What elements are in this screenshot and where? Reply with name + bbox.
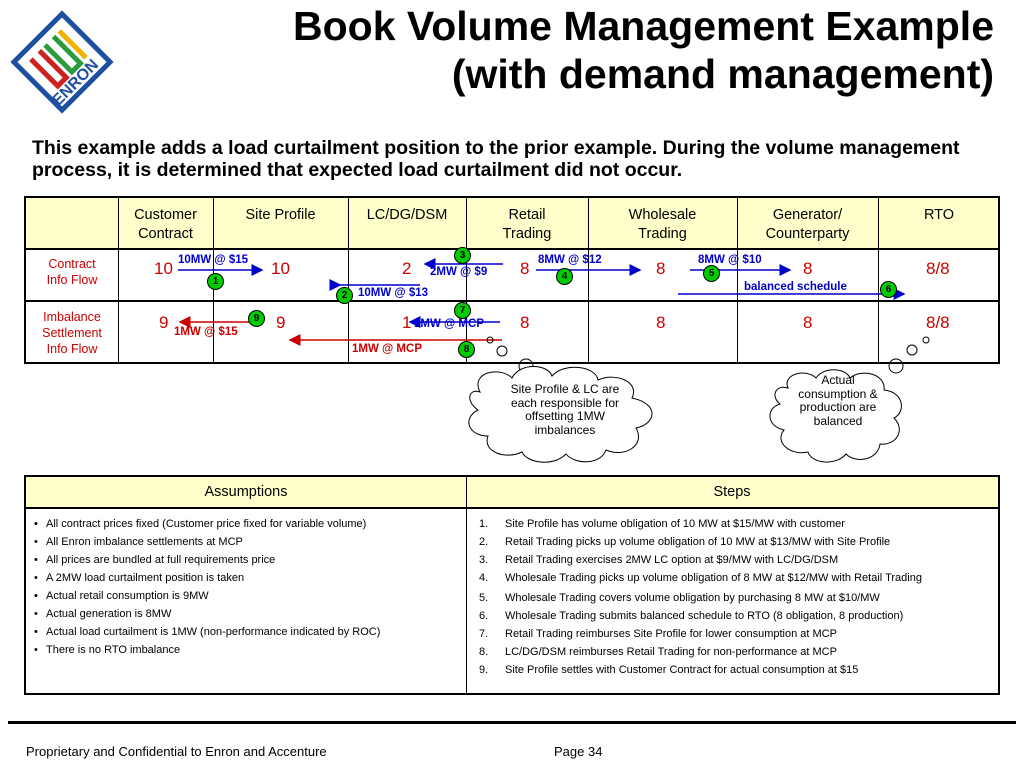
list-item: All contract prices fixed (Customer pric… <box>32 515 462 533</box>
list-item: 7.Retail Trading reimburses Site Profile… <box>479 628 837 640</box>
step-badge-6: 6 <box>880 281 897 298</box>
list-item: There is no RTO imbalance <box>32 641 462 659</box>
column-divider <box>878 198 879 362</box>
steps-header: Steps <box>713 484 751 500</box>
list-item: 1.Site Profile has volume obligation of … <box>479 518 845 530</box>
value-cell: 8/8 <box>926 313 950 332</box>
value-cell: 8 <box>803 259 813 278</box>
flow-label-step-3: 2MW @ $9 <box>430 266 488 278</box>
page-number: Page 34 <box>554 744 603 759</box>
step-badge-1: 1 <box>207 273 224 290</box>
value-cell: 8 <box>803 313 813 332</box>
list-item: 4.Wholesale Trading picks up volume obli… <box>479 572 922 584</box>
value-cell: 9 <box>159 313 169 332</box>
callout-dot <box>922 336 930 344</box>
column-divider <box>737 198 738 362</box>
value-cell: 10 <box>271 259 290 278</box>
column-header-lc-dg-dsm: LC/DG/DSM <box>366 207 448 223</box>
list-item: 5.Wholesale Trading covers volume obliga… <box>479 592 880 604</box>
title-line-1: Book Volume Management Example <box>293 3 994 49</box>
list-item: 8.LC/DG/DSM reimburses Retail Trading fo… <box>479 646 837 658</box>
flow-label-step-9: 1MW @ $15 <box>174 326 238 338</box>
column-divider <box>466 477 467 693</box>
step-badge-7: 7 <box>454 302 471 319</box>
callout-cloud-2 <box>769 369 902 463</box>
list-item: All Enron imbalance settlements at MCP <box>32 533 462 551</box>
list-item: 6.Wholesale Trading submits balanced sch… <box>479 610 904 622</box>
assumptions-list: All contract prices fixed (Customer pric… <box>32 515 462 659</box>
flow-table-header <box>26 198 998 250</box>
callout-dot <box>486 336 494 344</box>
step-badge-4: 4 <box>556 268 573 285</box>
column-header-site-profile: Site Profile <box>245 207 316 223</box>
flow-label-step-2: 10MW @ $13 <box>358 287 429 299</box>
assumptions-header: Assumptions <box>204 484 288 500</box>
value-cell: 9 <box>276 313 286 332</box>
callout-cloud-1 <box>468 366 653 463</box>
list-item: Actual retail consumption is 9MW <box>32 587 462 605</box>
column-header-generator-counterparty: Generator/Counterparty <box>765 207 850 242</box>
value-cell: 8 <box>520 313 530 332</box>
list-item: Actual load curtailment is 1MW (non-perf… <box>32 623 462 641</box>
flow-label-step-7: 1MW @ MCP <box>414 318 484 330</box>
title-line-2: (with demand management) <box>451 51 994 97</box>
step-badge-8: 8 <box>458 341 475 358</box>
step-badge-5: 5 <box>703 265 720 282</box>
list-item: 3.Retail Trading exercises 2MW LC option… <box>479 554 839 566</box>
footer-confidential: Proprietary and Confidential to Enron an… <box>26 744 327 759</box>
assumptions-steps-header <box>26 477 998 509</box>
value-cell: 8 <box>656 313 666 332</box>
flow-label-step-1: 10MW @ $15 <box>178 254 249 266</box>
callout-dot <box>888 358 904 374</box>
enron-logo: ENRON <box>6 6 118 118</box>
step-badge-9: 9 <box>248 310 265 327</box>
column-divider <box>588 198 589 362</box>
column-divider <box>118 198 119 362</box>
callout-text-2: Actual consumption & production are bala… <box>798 373 878 428</box>
assumptions-steps-table: Assumptions Steps All contract prices fi… <box>24 475 1000 695</box>
column-divider <box>348 198 349 362</box>
flow-label-step-5: 8MW @ $10 <box>698 254 762 266</box>
callout-dot <box>496 345 508 357</box>
list-item: A 2MW load curtailment position is taken <box>32 569 462 587</box>
value-cell: 2 <box>402 259 412 278</box>
callout-text-1: Site Profile & LC are each responsible f… <box>510 382 620 437</box>
list-item: All prices are bundled at full requireme… <box>32 551 462 569</box>
column-divider <box>466 198 467 362</box>
flow-label-step-4: 8MW @ $12 <box>538 254 602 266</box>
flow-label-step-6: balanced schedule <box>744 281 847 293</box>
callout-dot <box>906 344 918 356</box>
list-item: Actual generation is 8MW <box>32 605 462 623</box>
enron-logo-graphic: ENRON <box>10 10 114 114</box>
intro-text: This example adds a load curtailment pos… <box>32 137 960 181</box>
column-header-rto: RTO <box>923 207 955 223</box>
value-cell: 1 <box>402 313 412 332</box>
value-cell: 8 <box>520 259 530 278</box>
steps-list: 1.Site Profile has volume obligation of … <box>473 515 993 679</box>
footer-divider <box>8 721 1016 724</box>
step-badge-3: 3 <box>454 247 471 264</box>
value-cell: 8 <box>656 259 666 278</box>
list-item: 9.Site Profile settles with Customer Con… <box>479 664 859 676</box>
flow-label-step-8: 1MW @ MCP <box>352 343 422 355</box>
list-item: 2.Retail Trading picks up volume obligat… <box>479 536 891 548</box>
row-divider <box>26 300 998 302</box>
value-cell: 10 <box>154 259 173 278</box>
step-badge-2: 2 <box>336 287 353 304</box>
value-cell: 8/8 <box>926 259 950 278</box>
page-title: Book Volume Management Example (with dem… <box>293 2 994 98</box>
